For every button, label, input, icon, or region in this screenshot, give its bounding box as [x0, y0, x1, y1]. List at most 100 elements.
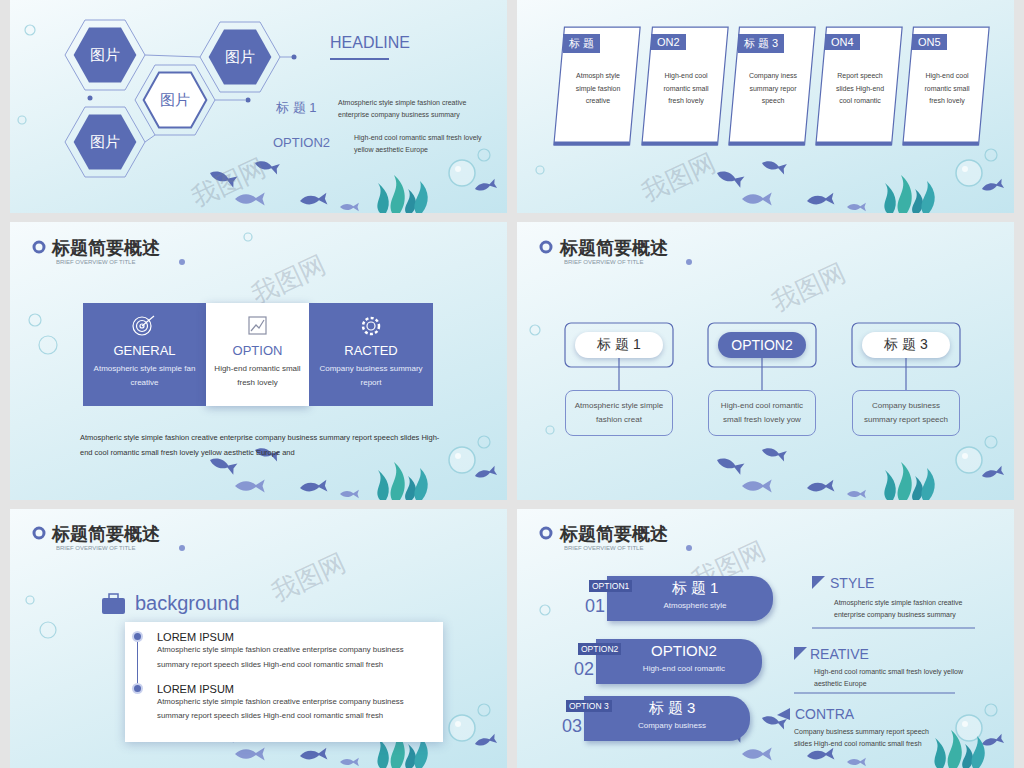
connector-line: [905, 358, 906, 390]
slide-title: 标题简要概述: [52, 522, 160, 546]
side-heading: CONTRA: [795, 706, 854, 722]
divider-lines: [794, 628, 975, 693]
side-heading: STYLE: [830, 575, 874, 591]
slide-title: 标题简要概述: [560, 236, 668, 260]
side-heading: REATIVE: [810, 646, 869, 662]
hexagon-text: 图片: [225, 48, 255, 67]
hexagon-node: 图片: [73, 27, 137, 83]
paragraph: Atmospheric style simple fashion creativ…: [80, 430, 440, 460]
hexagon-fill: [74, 115, 137, 170]
slanted-card: 标 题 Atmosph style simple fashion creative: [553, 26, 641, 146]
hexagon-node: 图片: [208, 29, 272, 85]
seaweed: [884, 175, 934, 213]
slanted-card: ON4Report speech slides High-end cool ro…: [815, 26, 903, 146]
callout-number: 03: [562, 716, 582, 737]
slanted-card: ON2High-end cool romantic small fresh lo…: [641, 26, 729, 146]
hexagon-text: 图片: [160, 91, 190, 110]
card-body: High-end cool romantic small fresh lovel…: [918, 70, 976, 108]
card-base: [554, 142, 630, 146]
card-base: [642, 142, 718, 146]
slide-title: 标题简要概述: [560, 522, 668, 546]
card-shape: [554, 27, 640, 145]
card-tab: ON2: [651, 34, 686, 50]
callout-number: 02: [574, 659, 594, 680]
connector-line: [761, 358, 762, 390]
feature-panel: GENERALAtmospheric style simple fan crea…: [83, 303, 206, 406]
box-text: Atmospheric style simple fashion creat: [574, 399, 664, 428]
description-box: Atmospheric style simple fashion creat: [565, 390, 673, 436]
card-tab: ON5: [912, 34, 947, 50]
hexagon-outline: [144, 73, 207, 128]
option-pill: OPTION2: [718, 332, 806, 358]
item-heading: LOREM IPSUM: [157, 631, 234, 643]
seaweed: [377, 175, 427, 213]
description-box: High-end cool romantic small fresh lovel…: [708, 390, 816, 436]
item-body: Atmospheric style simple fashion creativ…: [157, 695, 431, 725]
description-box: Company business summary report speech: [852, 390, 960, 436]
feature-panel: OPTION High-end romantic small fresh love…: [206, 303, 309, 406]
item-heading: LOREM IPSUM: [157, 683, 234, 695]
banner-tab: OPTION1: [589, 580, 632, 592]
card-tab: 标 题: [563, 34, 600, 53]
card-tab: ON4: [825, 34, 860, 50]
title-rings: [34, 242, 551, 538]
gear-icon: [363, 318, 379, 334]
hexagon-text: 图片: [90, 133, 120, 152]
panel-heading: RACTED: [344, 343, 397, 358]
section-label: background: [135, 592, 240, 615]
option-pill: 标 题 3: [862, 332, 950, 358]
fish-scene: [715, 436, 1004, 498]
card-base: [816, 142, 892, 146]
card-base: [729, 142, 805, 146]
banner-tab: OPTION 3: [566, 700, 612, 712]
card-base: [903, 142, 979, 146]
hexagon-text: 图片: [90, 46, 120, 65]
banner-body: High-end cool romantic: [614, 664, 754, 673]
banner-body: Atmospheric style: [625, 601, 765, 610]
fish-scene: [715, 704, 1004, 766]
content-card: LOREM IPSUMAtmospheric style simple fash…: [125, 622, 443, 742]
hexagon-fill: [209, 30, 272, 85]
option-frames: [565, 323, 960, 367]
seaweed: [377, 462, 427, 500]
callout-number: 01: [585, 596, 605, 617]
card-shape: [642, 27, 728, 145]
card-body: High-end cool romantic small fresh lovel…: [657, 70, 715, 108]
pill-text: 标 题 1: [597, 336, 641, 354]
banner-heading: OPTION2: [614, 642, 754, 659]
item-body: Atmospheric style simple fashion creativ…: [157, 643, 431, 673]
briefcase-icon: [102, 594, 125, 614]
banner-heading: 标 题 1: [625, 579, 765, 598]
slide-subtitle: BRIEF OVERVIEW OF TITLE: [564, 259, 643, 265]
option-banner: OPTION2 02 OPTION2High-end cool romantic: [574, 639, 762, 684]
card-shape: [903, 27, 989, 145]
fish-scene: [208, 436, 497, 498]
card-body: Report speech slides High-end cool roman…: [831, 70, 889, 108]
card-body: Company iness summary repor speech: [744, 70, 802, 108]
feature-panel: RACTED Company business summary report: [309, 303, 433, 406]
note-text: High-end cool romantic small fresh lovel…: [814, 666, 964, 691]
chart-icon: [249, 317, 266, 334]
note-text: Atmospheric style simple fashion creativ…: [338, 97, 478, 122]
banner-tab: OPTION2: [578, 643, 621, 655]
card-body: Atmosph style simple fashion creative: [569, 70, 627, 108]
slide-subtitle: BRIEF OVERVIEW OF TITLE: [564, 545, 643, 551]
panel-heading: OPTION: [233, 343, 283, 358]
panel-body: Atmospheric style simple fan creative: [83, 362, 206, 391]
hexagon-node: 图片: [73, 114, 137, 170]
slide-subtitle: BRIEF OVERVIEW OF TITLE: [56, 545, 135, 551]
box-text: High-end cool romantic small fresh lovel…: [717, 399, 807, 428]
banner-heading: 标 题 3: [602, 699, 742, 718]
hexagon-fill: [74, 28, 137, 83]
note-text: Company business summary report speech s…: [794, 726, 944, 751]
note-text: Atmospheric style simple fashion creativ…: [834, 597, 984, 622]
panel-body: Company business summary report: [309, 362, 433, 391]
pill-text: OPTION2: [731, 337, 792, 353]
note-text: High-end cool romantic small fresh lovel…: [354, 132, 494, 157]
box-text: Company business summary report speech: [861, 399, 951, 428]
panel-body: High-end romantic small fresh lovely: [206, 362, 309, 391]
card-shape: [816, 27, 902, 145]
connector-line: [618, 358, 619, 390]
headline-underline: [330, 58, 389, 60]
card-shape: [729, 27, 815, 145]
